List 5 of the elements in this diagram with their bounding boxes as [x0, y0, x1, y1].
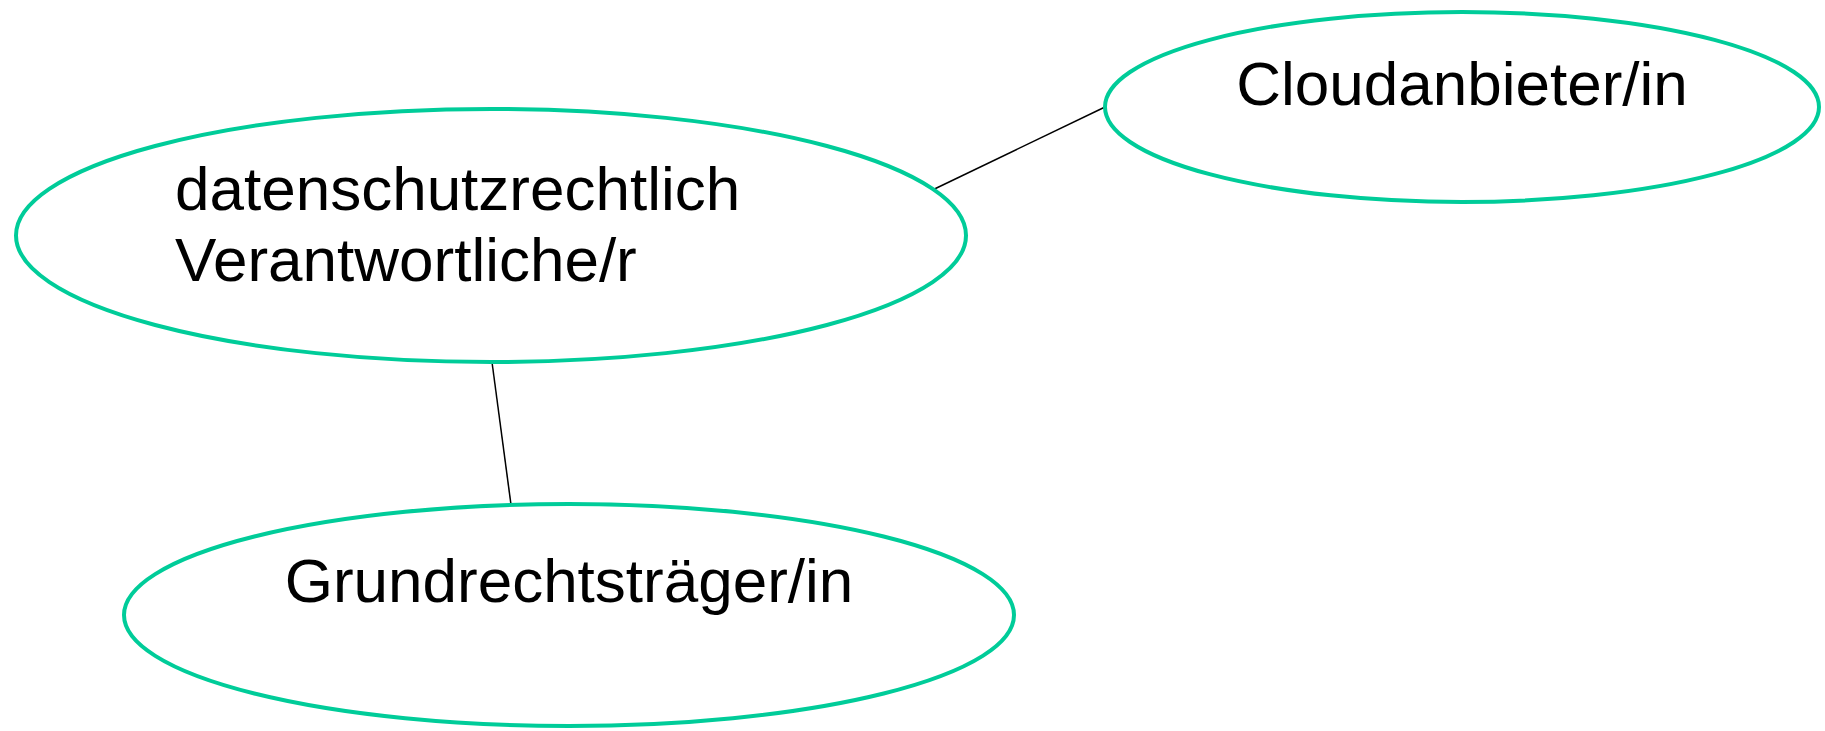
node-label: datenschutzrechtlich Verantwortliche/r	[175, 153, 742, 296]
connector-line	[932, 106, 1106, 191]
node-label: Cloudanbieter/in	[1235, 48, 1689, 120]
node-label: Grundrechtsträger/in	[283, 545, 855, 617]
connector-line	[491, 361, 512, 506]
